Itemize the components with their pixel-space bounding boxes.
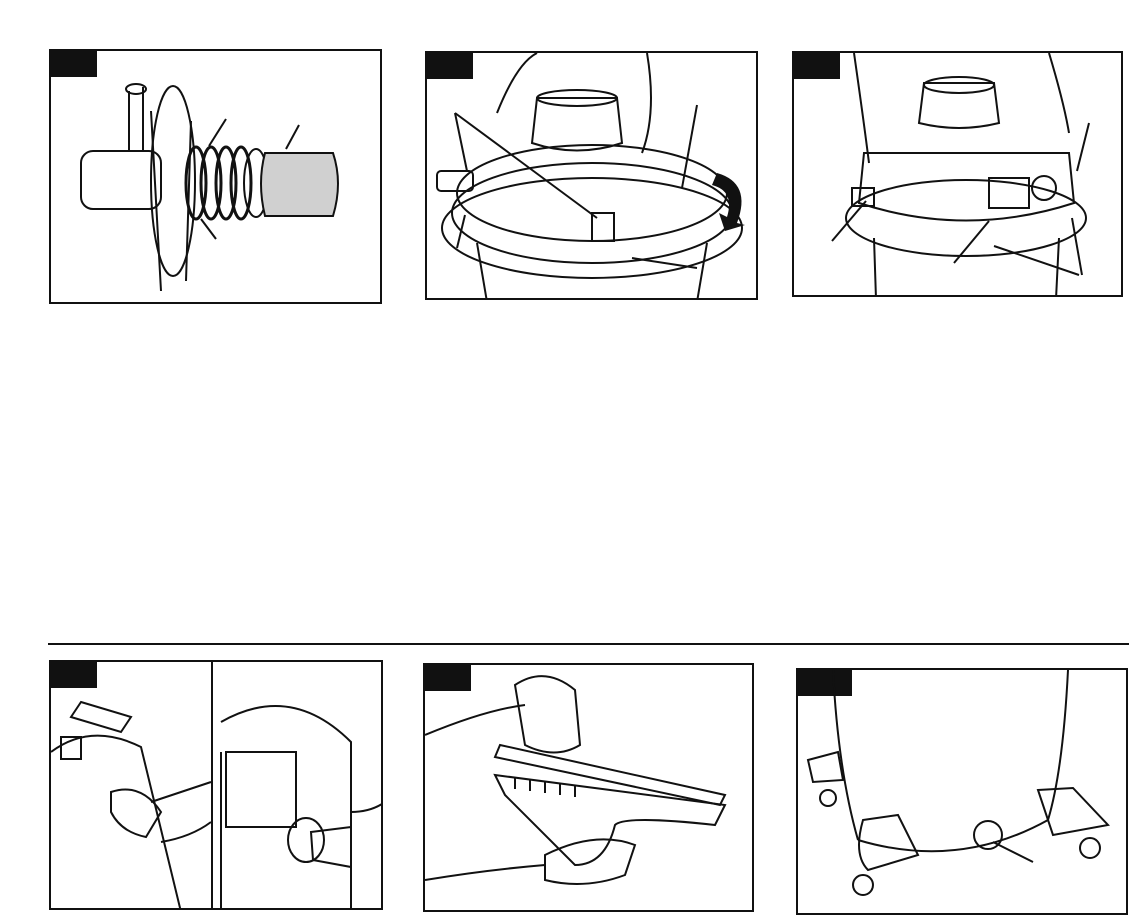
lid-latch-illustration bbox=[831, 53, 1090, 295]
hose-connect-panel bbox=[49, 660, 383, 910]
panel-split-line bbox=[211, 662, 213, 908]
panel-number-tag bbox=[427, 53, 473, 79]
nozzle-insert-panel bbox=[423, 663, 754, 912]
tank-outline bbox=[476, 242, 708, 298]
squeegee-teeth bbox=[514, 777, 576, 797]
caster-wheel bbox=[852, 874, 874, 896]
panel-number-tag bbox=[794, 53, 840, 79]
tank-rim bbox=[845, 179, 1087, 257]
hose-connect-illustration bbox=[51, 700, 381, 908]
filter-assembly-illustration bbox=[80, 83, 339, 292]
rotate-arrow-icon bbox=[712, 173, 745, 231]
tank-outline bbox=[51, 734, 182, 908]
tank-outline bbox=[832, 670, 1069, 841]
hub-post bbox=[128, 87, 144, 151]
latch bbox=[436, 170, 474, 192]
caster-foot bbox=[858, 813, 920, 872]
tank-rim bbox=[441, 177, 743, 279]
caster-wheel bbox=[973, 820, 1003, 850]
switch-box bbox=[988, 177, 1030, 209]
leader-line bbox=[1076, 122, 1090, 172]
hand-outline bbox=[496, 53, 652, 154]
leader-line bbox=[681, 104, 698, 189]
leader-line bbox=[208, 118, 227, 147]
leader-line bbox=[631, 257, 698, 269]
switch-box bbox=[225, 751, 297, 828]
caster-wheel bbox=[819, 789, 837, 807]
leader-line bbox=[993, 245, 1080, 276]
hand-outline bbox=[544, 838, 637, 885]
hose-port bbox=[287, 817, 325, 863]
leader-line bbox=[285, 124, 300, 150]
nozzle-insert-illustration bbox=[425, 675, 727, 885]
caster-wheel bbox=[1079, 837, 1101, 859]
caster-foot bbox=[806, 750, 845, 784]
panel-number-tag bbox=[798, 670, 852, 696]
hand-outline bbox=[853, 53, 1070, 164]
leader-line bbox=[953, 220, 990, 264]
panel-number-tag bbox=[51, 662, 97, 688]
leader-line bbox=[456, 214, 466, 249]
lid-rotate-illustration bbox=[436, 53, 745, 298]
hose-port bbox=[110, 788, 163, 839]
nozzle-outline bbox=[69, 700, 133, 734]
section-divider bbox=[48, 643, 1129, 645]
leader-line bbox=[200, 218, 217, 240]
arm-outline bbox=[425, 704, 526, 736]
filter-sleeve bbox=[260, 152, 339, 217]
cage-rings bbox=[184, 145, 253, 221]
tank-base bbox=[857, 819, 1049, 853]
arm-outline bbox=[425, 864, 546, 881]
lid-rotate-panel bbox=[425, 51, 758, 300]
filter-panel bbox=[49, 49, 382, 304]
motor-hub-shape bbox=[80, 150, 162, 210]
lid-housing bbox=[857, 152, 1076, 222]
panel-number-tag bbox=[51, 51, 97, 77]
panel-number-tag bbox=[425, 665, 471, 691]
caster-foot bbox=[1036, 786, 1110, 837]
switch-box bbox=[60, 736, 82, 760]
leader-line bbox=[831, 200, 867, 242]
caster-panel bbox=[796, 668, 1128, 915]
motor-dome bbox=[917, 82, 1001, 129]
hand-outline bbox=[513, 675, 582, 754]
hand-outline bbox=[150, 781, 212, 843]
leader-line bbox=[992, 841, 1034, 863]
port bbox=[1031, 175, 1057, 201]
squeegee-insert bbox=[493, 743, 727, 807]
hand-outline bbox=[350, 803, 381, 813]
cage-frame bbox=[150, 85, 196, 277]
latch bbox=[591, 212, 615, 242]
leader-line bbox=[454, 112, 468, 172]
lid-latch-panel bbox=[792, 51, 1123, 297]
motor-dome bbox=[530, 97, 624, 152]
leader-line bbox=[454, 112, 598, 219]
tank-outline bbox=[220, 705, 352, 908]
hose-end bbox=[309, 825, 352, 869]
leader-line bbox=[1071, 217, 1083, 276]
nozzle-body bbox=[493, 773, 727, 867]
caster-illustration bbox=[806, 670, 1110, 896]
